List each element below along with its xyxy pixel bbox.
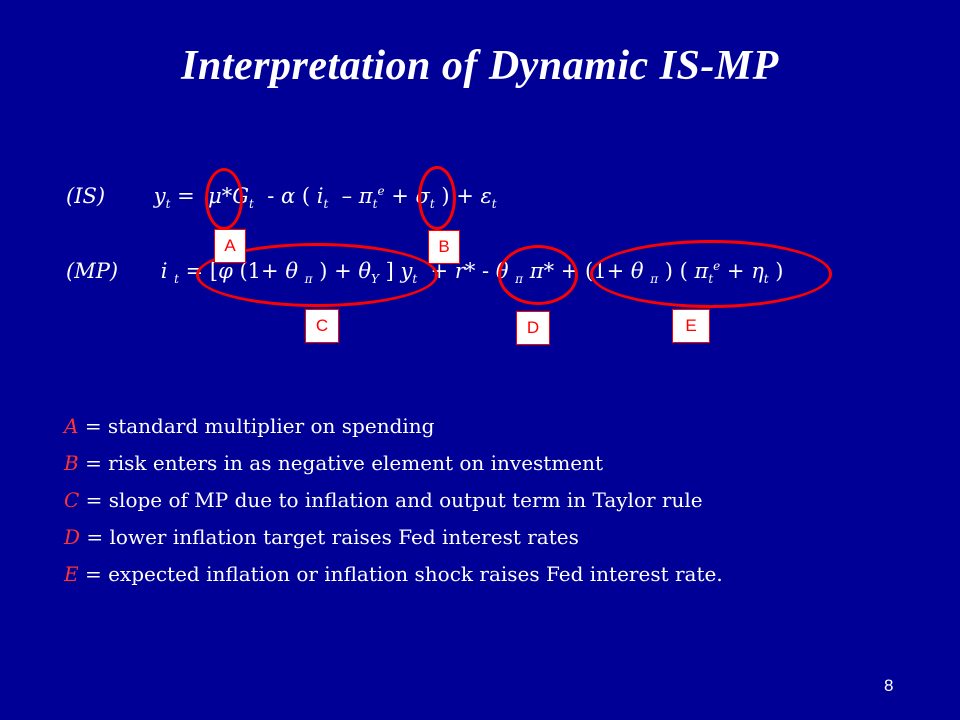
definition-item: E = expected inflation or inflation shoc… xyxy=(64,556,723,593)
definition-key: A xyxy=(64,414,79,438)
marker-c: C xyxy=(305,309,339,343)
page-number: 8 xyxy=(884,676,894,695)
definition-text: = expected inflation or inflation shock … xyxy=(84,562,723,586)
circle-b xyxy=(418,166,456,230)
definition-item: D = lower inflation target raises Fed in… xyxy=(64,519,723,556)
definition-text: = slope of MP due to inflation and outpu… xyxy=(85,488,703,512)
definitions-list: A = standard multiplier on spending B = … xyxy=(64,408,723,593)
definition-item: C = slope of MP due to inflation and out… xyxy=(64,482,723,519)
definition-text: = risk enters in as negative element on … xyxy=(85,451,604,475)
marker-b: B xyxy=(428,230,460,264)
definition-key: C xyxy=(64,488,80,512)
definition-item: B = risk enters in as negative element o… xyxy=(64,445,723,482)
circle-e xyxy=(590,240,832,308)
definition-key: B xyxy=(64,451,79,475)
slide-title: Interpretation of Dynamic IS-MP xyxy=(181,43,779,89)
mp-label: (MP) xyxy=(66,259,119,283)
marker-a: A xyxy=(214,229,246,263)
circle-a xyxy=(205,168,243,230)
definition-text: = standard multiplier on spending xyxy=(84,414,435,438)
definition-key: D xyxy=(64,525,81,549)
circle-d xyxy=(498,245,578,305)
definition-text: = lower inflation target raises Fed inte… xyxy=(86,525,579,549)
definition-key: E xyxy=(64,562,79,586)
marker-e: E xyxy=(672,309,710,343)
is-label: (IS) xyxy=(66,184,106,208)
definition-item: A = standard multiplier on spending xyxy=(64,408,723,445)
circle-c xyxy=(196,243,438,307)
marker-d: D xyxy=(516,311,550,345)
